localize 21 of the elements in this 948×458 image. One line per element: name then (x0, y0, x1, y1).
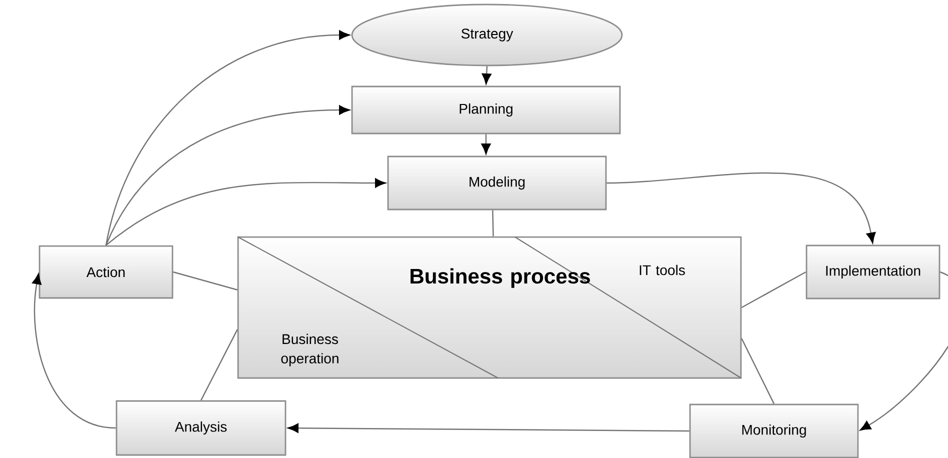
arrow (860, 271, 948, 430)
process-box: Planning (351, 86, 621, 134)
connector-line (741, 338, 775, 404)
process-box: Modeling (387, 156, 607, 210)
arrow (481, 134, 491, 154)
arrow (106, 178, 386, 246)
arrow (105, 105, 350, 246)
process-area-box: Business process Business operation IT tools (237, 236, 742, 379)
connector-line (173, 271, 238, 290)
arrow (105, 30, 350, 246)
process-box: Implementation (806, 244, 940, 300)
connector-line (741, 271, 806, 308)
process-box: Analysis (116, 400, 286, 456)
arrow (288, 423, 690, 433)
connector-line (200, 329, 238, 401)
arrow (606, 172, 876, 244)
process-box: Action (38, 245, 174, 299)
process-box: Monitoring (689, 404, 859, 458)
connector-line (492, 210, 494, 236)
arrow (32, 274, 116, 429)
arrow (482, 66, 492, 84)
